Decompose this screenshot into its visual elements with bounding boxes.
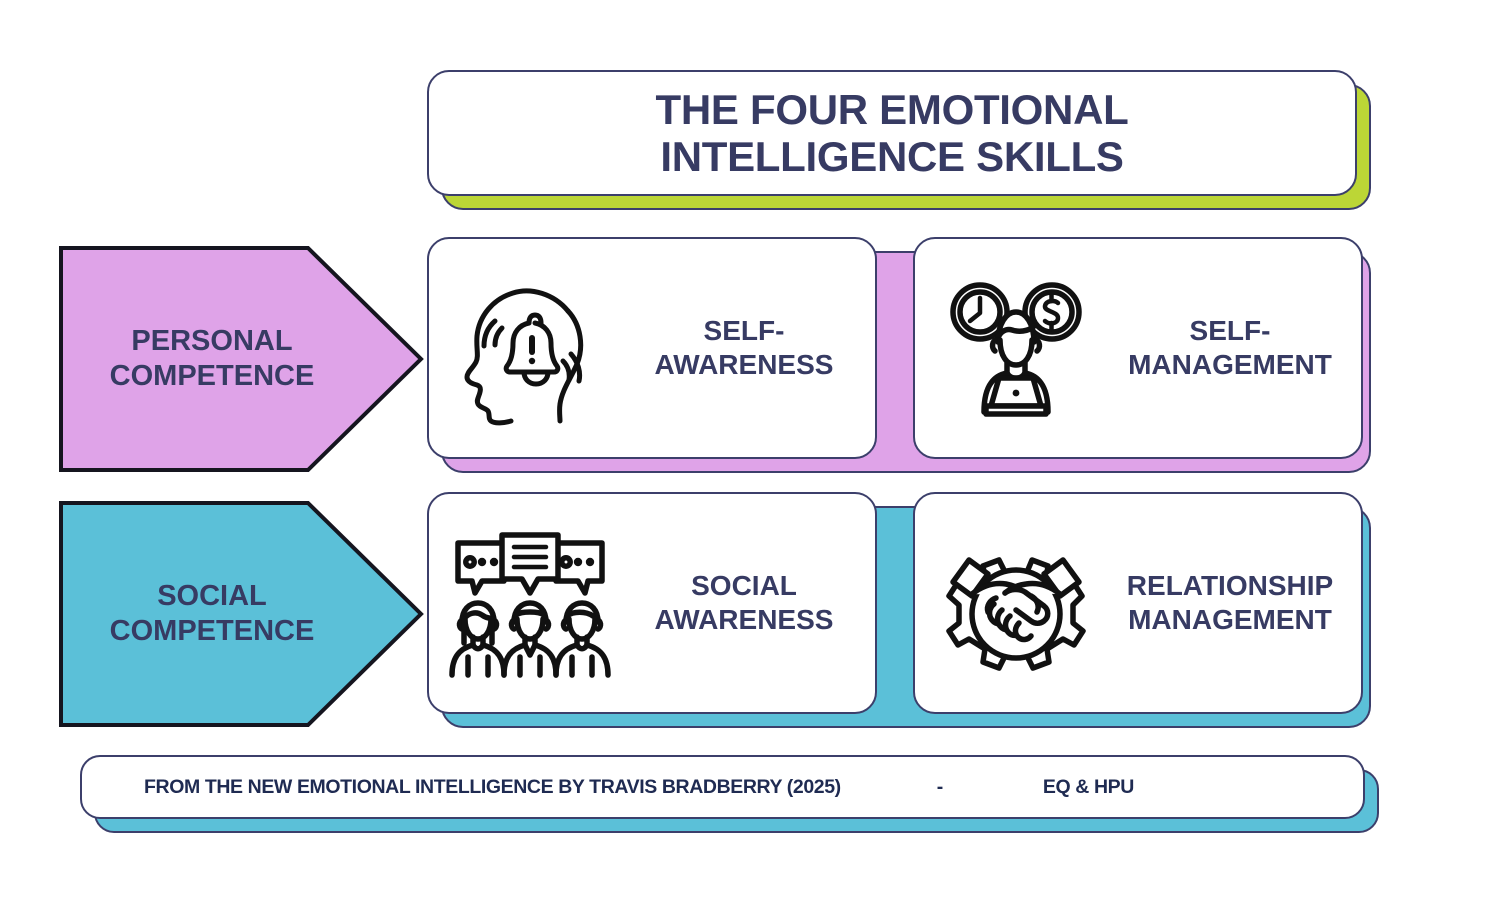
personal-competence-arrow: PERSONAL COMPETENCE: [58, 245, 424, 473]
skill-card-social-awareness[interactable]: SOCIAL AWARENESS: [427, 492, 877, 714]
personal-competence-label: PERSONAL COMPETENCE: [109, 325, 315, 392]
skill-label-self-management: SELF- MANAGEMENT: [1128, 314, 1332, 380]
skill-card-self-awareness[interactable]: SELF- AWARENESS: [427, 237, 877, 459]
skill-label-relationship-management: RELATIONSHIP MANAGEMENT: [1126, 569, 1334, 635]
footer-card: FROM THE NEW EMOTIONAL INTELLIGENCE BY T…: [80, 755, 1365, 819]
chevron-right-shape-icon: [59, 246, 424, 472]
chevron-right-shape-icon: [59, 501, 424, 727]
footer-separator: -: [936, 775, 944, 798]
three-people-speech-bubbles-icon: [435, 516, 625, 691]
skill-label-self-awareness: SELF- AWARENESS: [654, 314, 834, 380]
title-card: THE FOUR EMOTIONAL INTELLIGENCE SKILLS: [427, 70, 1357, 196]
person-laptop-clock-coin-icon: [921, 261, 1111, 436]
footer-tag-text: EQ & HPU: [1042, 775, 1134, 798]
skill-card-relationship-management[interactable]: RELATIONSHIP MANAGEMENT: [913, 492, 1363, 714]
page-title: THE FOUR EMOTIONAL INTELLIGENCE SKILLS: [655, 85, 1129, 180]
social-competence-label: SOCIAL COMPETENCE: [109, 580, 315, 647]
head-alert-bell-icon: [435, 261, 625, 436]
footer-source-text: FROM THE NEW EMOTIONAL INTELLIGENCE BY T…: [144, 775, 841, 798]
handshake-gear-icon: [921, 516, 1111, 691]
social-competence-arrow: SOCIAL COMPETENCE: [58, 500, 424, 728]
skill-card-self-management[interactable]: SELF- MANAGEMENT: [913, 237, 1363, 459]
skill-label-social-awareness: SOCIAL AWARENESS: [654, 569, 834, 635]
